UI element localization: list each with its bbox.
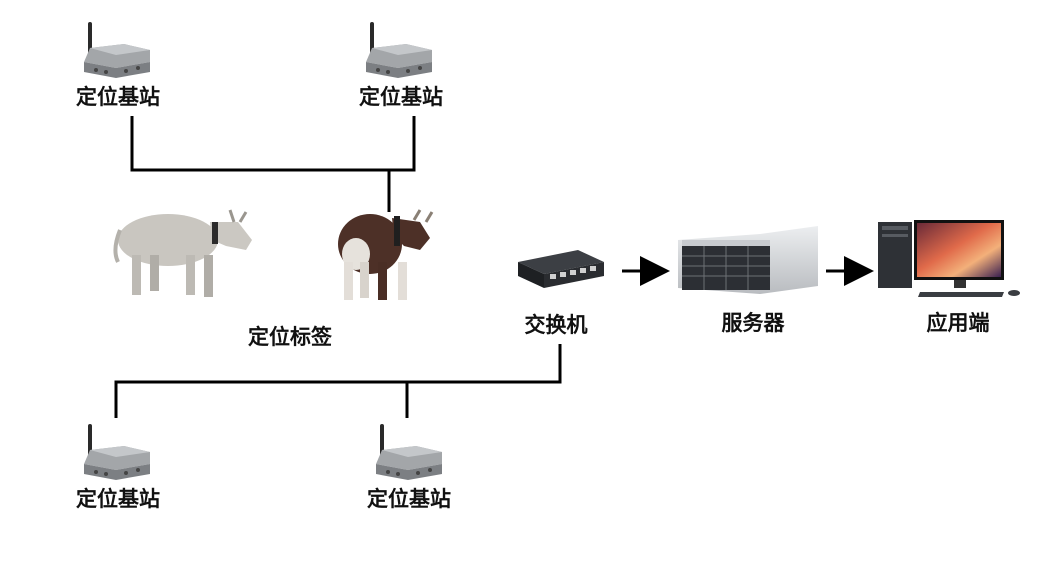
label-switch: 交换机 <box>525 313 588 337</box>
diagram-labels: 定位基站 定位基站 定位标签 交换机 服务器 应用端 定位基站 定位基站 <box>76 85 990 511</box>
top-bus-connector <box>130 116 416 212</box>
computer-icon <box>878 220 1020 297</box>
label-server: 服务器 <box>722 311 786 335</box>
base-station-icon-top-right <box>366 22 432 78</box>
label-base-station-bottom-right: 定位基站 <box>367 487 451 511</box>
label-base-station-top-right: 定位基站 <box>359 85 443 109</box>
label-base-station-bottom-left: 定位基站 <box>76 487 160 511</box>
server-icon <box>678 226 818 294</box>
label-base-station-top-left: 定位基站 <box>76 85 160 109</box>
base-station-icon-bottom-left <box>84 424 150 480</box>
base-station-icon-bottom-right <box>376 424 442 480</box>
cow-white-icon <box>113 209 252 297</box>
base-station-icon-top-left <box>84 22 150 78</box>
label-positioning-tag: 定位标签 <box>248 325 333 349</box>
label-client: 应用端 <box>927 311 990 335</box>
bottom-bus-connector <box>114 344 562 418</box>
cow-brown-icon <box>338 209 434 300</box>
switch-icon <box>518 250 604 288</box>
